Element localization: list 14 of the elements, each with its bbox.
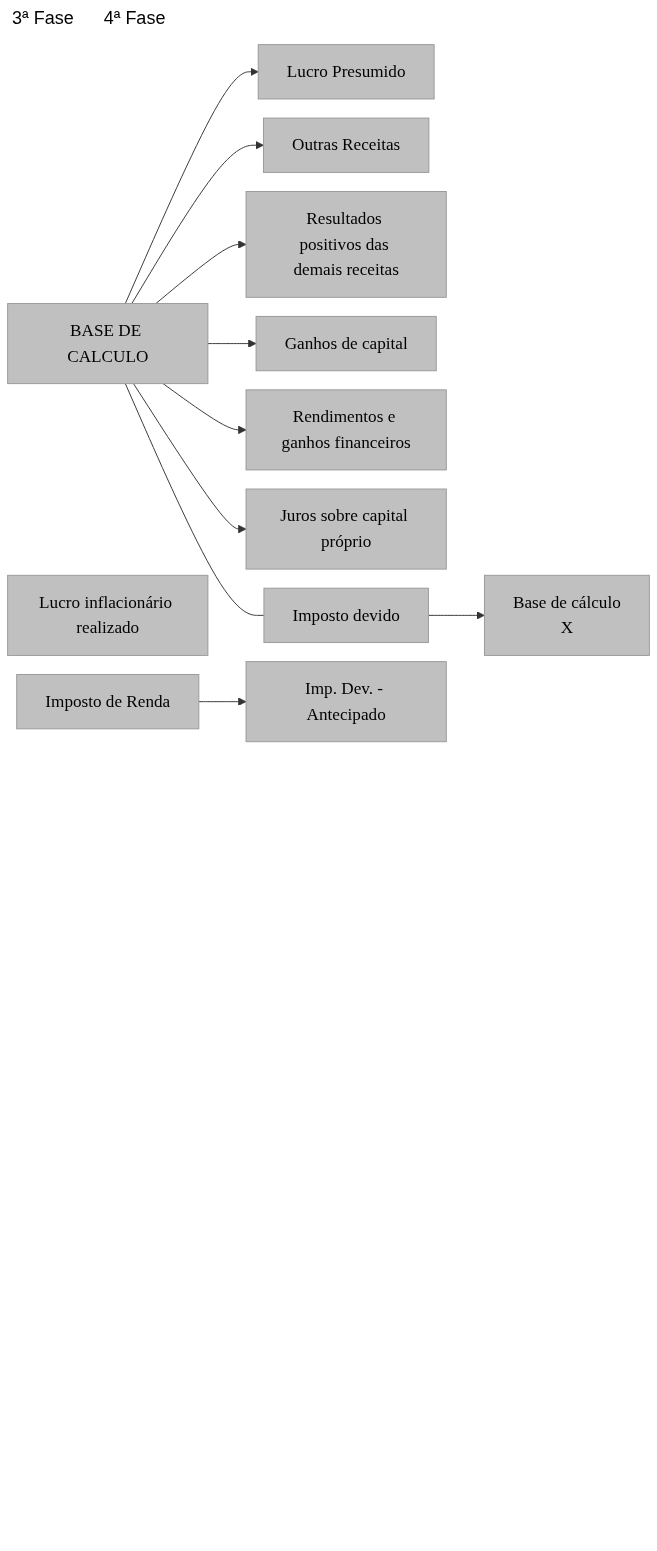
node-box: Lucro inflacionário realizado [7, 574, 209, 656]
node-box: Resultados positivos das demais receitas [245, 191, 447, 298]
node-box: Outras Receitas [262, 117, 430, 173]
node-box: Imposto devido [263, 587, 429, 643]
node-box: Imposto de Renda [16, 674, 200, 730]
node-box: Juros sobre capital próprio [245, 488, 447, 570]
node-box: Lucro Presumido [257, 44, 435, 100]
node-box: Base de cálculo X [483, 574, 650, 656]
node-box: Imp. Dev. - Antecipado [245, 661, 447, 743]
phase-label: 4ª Fase [103, 8, 166, 29]
phase-label: 3ª Fase [12, 8, 74, 29]
node-box: BASE DE CALCULO [7, 303, 209, 385]
node-box: Ganhos de capital [255, 315, 437, 372]
node-box: Rendimentos e ganhos financeiros [245, 389, 447, 471]
